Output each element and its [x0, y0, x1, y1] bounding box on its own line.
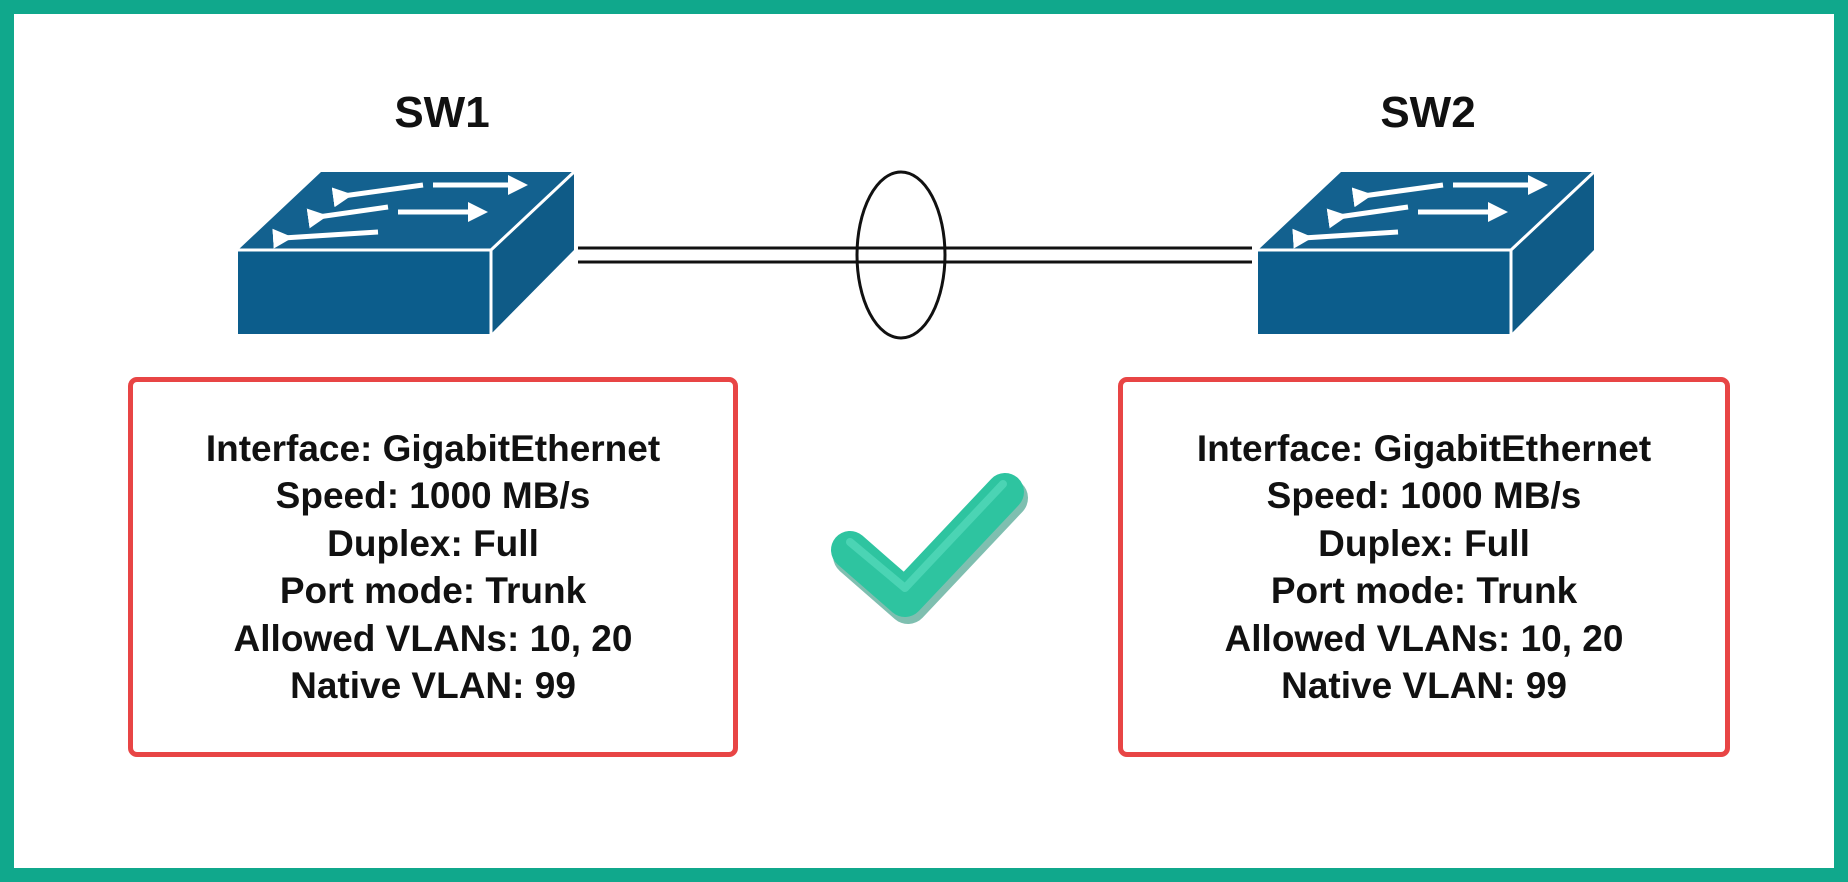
link-bundle-ellipse: [855, 170, 947, 340]
sw1-config-box: Interface: GigabitEthernet Speed: 1000 M…: [128, 377, 738, 757]
native-vlan-line: Native VLAN: 99: [290, 665, 576, 706]
interface-line: Interface: GigabitEthernet: [1196, 427, 1652, 469]
speed-line: Speed: 1000 MB/s: [275, 475, 591, 516]
native-vlan-line: Native VLAN: 99: [1281, 665, 1567, 706]
speed-line: Speed: 1000 MB/s: [1266, 475, 1582, 516]
switch-label-sw2: SW2: [1380, 88, 1476, 137]
checkmark-icon: [831, 473, 1028, 624]
sw2-config-box: Interface: GigabitEthernet Speed: 1000 M…: [1118, 377, 1730, 757]
network-switch-icon: [1258, 170, 1596, 334]
link-cables: [578, 246, 1252, 264]
switch-label-sw1: SW1: [394, 88, 490, 137]
allowed-vlans-line: Allowed VLANs: 10, 20: [1224, 617, 1624, 659]
duplex-line: Duplex: Full: [1318, 522, 1530, 564]
allowed-vlans-line: Allowed VLANs: 10, 20: [233, 617, 633, 659]
port-mode-line: Port mode: Trunk: [1270, 570, 1578, 611]
duplex-line: Duplex: Full: [327, 522, 539, 564]
network-switch-icon: [238, 170, 576, 334]
interface-line: Interface: GigabitEthernet: [205, 427, 661, 469]
port-mode-line: Port mode: Trunk: [279, 570, 587, 611]
